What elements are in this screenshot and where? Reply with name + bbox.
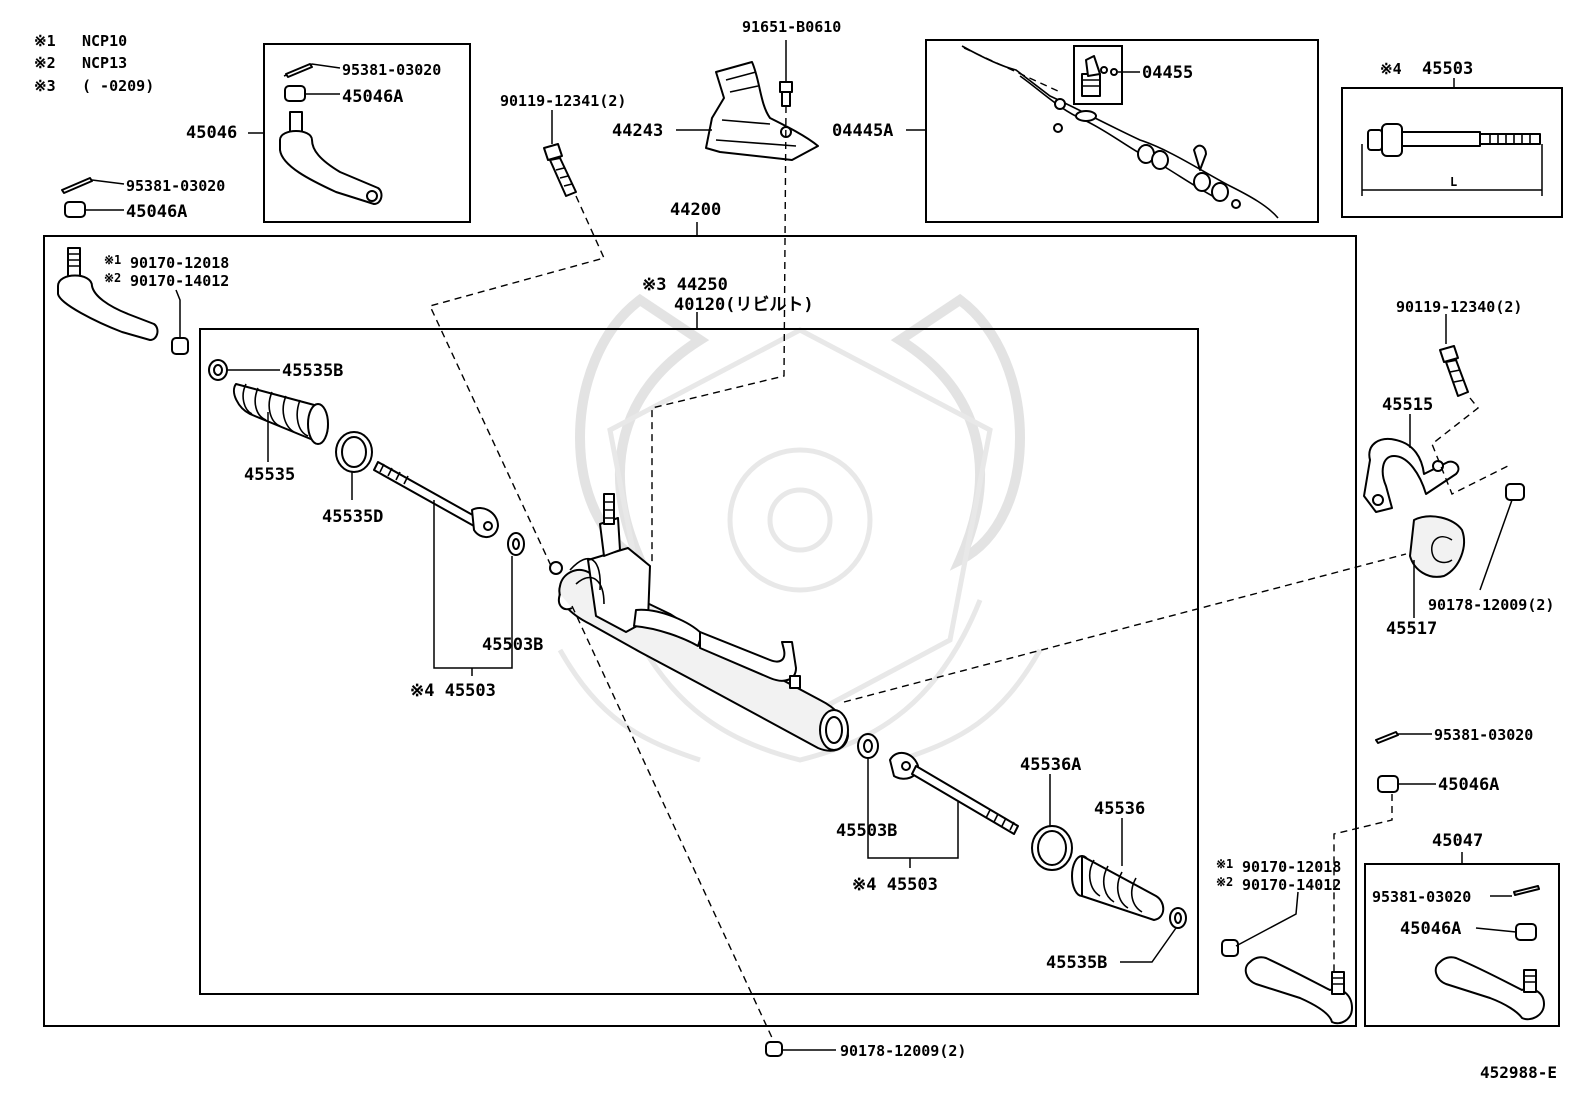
label-44243: 44243 <box>612 121 663 141</box>
label-90170-a-mark2: ※2 <box>104 271 121 285</box>
bolt-90119-12341 <box>543 110 577 197</box>
label-95381-03020-d: 95381-03020 <box>1372 888 1471 906</box>
bolt-91651-B0610 <box>779 40 793 107</box>
label-45535B-a: 45535B <box>282 361 343 381</box>
frame-45503-top <box>1341 87 1563 218</box>
washer-45503B-right <box>857 733 959 868</box>
label-90178-12009-bottom: 90178-12009(2) <box>840 1042 966 1060</box>
bracket-45515 <box>1363 414 1460 513</box>
label-45503-top-mark: ※4 <box>1380 60 1402 78</box>
label-90170-b-mark1: ※1 <box>1216 857 1233 871</box>
svg-text:NCP10: NCP10 <box>82 32 127 50</box>
label-45503-left: ※4 45503 <box>410 681 496 701</box>
bracket-44243 <box>676 61 819 161</box>
label-90170-14012-a: 90170-14012 <box>130 272 229 290</box>
rack-seal-kit-04445A <box>906 45 1279 219</box>
label-45503B-a: 45503B <box>482 635 543 655</box>
label-45515: 45515 <box>1382 395 1433 415</box>
label-45046A-b: 45046A <box>126 202 187 222</box>
clamp-45536A <box>1031 774 1073 871</box>
label-90178-12009-right: 90178-12009(2) <box>1428 596 1554 614</box>
label-44250: ※3 44250 <box>642 275 728 295</box>
label-45535B-b: 45535B <box>1046 953 1107 973</box>
frame-40120 <box>199 328 1199 995</box>
label-90170-b-mark2: ※2 <box>1216 875 1233 889</box>
label-44200: 44200 <box>670 200 721 220</box>
label-90119-12341: 90119-12341(2) <box>500 92 626 110</box>
inner-tie-rod-45503-detail <box>1361 123 1543 196</box>
steering-gear-housing <box>549 493 849 752</box>
label-04455: 04455 <box>1142 63 1193 83</box>
diagram-reference-number: 452988-E <box>1480 1063 1557 1082</box>
label-90170-12018-b: 90170-12018 <box>1242 858 1341 876</box>
label-45046A-c: 45046A <box>1438 775 1499 795</box>
label-45536A: 45536A <box>1020 755 1081 775</box>
tie-rod-end-right <box>1221 891 1353 1025</box>
cotter-pin-nut-left <box>61 177 125 218</box>
bolt-90119-12340 <box>1439 314 1469 397</box>
label-95381-03020-b: 95381-03020 <box>126 177 225 195</box>
frame-04445A <box>925 39 1319 223</box>
label-90119-12340: 90119-12340(2) <box>1396 298 1522 316</box>
label-45047: 45047 <box>1432 831 1483 851</box>
label-90170-14012-b: 90170-14012 <box>1242 876 1341 894</box>
label-length-L: L <box>1450 175 1457 189</box>
boot-clamp-45535B-right <box>1120 907 1187 963</box>
svg-text:※1: ※1 <box>34 32 56 50</box>
label-45503-top: 45503 <box>1422 59 1473 79</box>
label-95381-03020-c: 95381-03020 <box>1434 726 1533 744</box>
grommet-45517 <box>1409 515 1465 618</box>
tie-rod-end-left <box>57 247 189 355</box>
label-45517: 45517 <box>1386 619 1437 639</box>
clamp-45535D <box>335 431 373 500</box>
cotter-pin-nut-right <box>1375 731 1436 793</box>
svg-text:※2: ※2 <box>34 54 56 72</box>
label-90170-12018-a: 90170-12018 <box>130 254 229 272</box>
boot-45535-left <box>232 383 329 462</box>
label-95381-03020-a: 95381-03020 <box>342 61 441 79</box>
tie-rod-end-45046 <box>248 63 383 205</box>
label-45503-right: ※4 45503 <box>852 875 938 895</box>
tie-rod-end-45047 <box>1434 885 1545 1021</box>
label-45536: 45536 <box>1094 799 1145 819</box>
boot-45536-right <box>1071 818 1165 921</box>
label-45046: 45046 <box>186 123 237 143</box>
label-90170-a-mark1: ※1 <box>104 253 121 267</box>
boot-clamp-45535B-left <box>208 359 280 381</box>
svg-text:NCP13: NCP13 <box>82 54 127 72</box>
nut-90178-12009-bottom <box>765 1041 836 1057</box>
part-labels: 95381-03020 45046A 45046 95381-03020 450… <box>104 18 1557 1082</box>
label-45046A-a: 45046A <box>342 87 403 107</box>
svg-text:※3: ※3 <box>34 77 56 95</box>
assembly-dashed-lines <box>429 105 1509 1043</box>
label-45535: 45535 <box>244 465 295 485</box>
label-45535D: 45535D <box>322 507 383 527</box>
frame-44200 <box>43 235 1357 1027</box>
label-40120: 40120(リビルト) <box>674 295 814 315</box>
svg-text:( -0209): ( -0209) <box>82 77 154 95</box>
variant-notes: ※1 NCP10 ※2 NCP13 ※3 ( -0209) <box>34 32 154 95</box>
nut-90178-12009-right <box>1479 483 1525 591</box>
inner-tie-rod-45503-left <box>373 461 525 676</box>
label-45503B-b: 45503B <box>836 821 897 841</box>
inner-tie-rod-45503-right <box>889 751 1019 835</box>
label-91651-B0610: 91651-B0610 <box>742 18 841 36</box>
label-04445A: 04445A <box>832 121 893 141</box>
label-45046A-d: 45046A <box>1400 919 1461 939</box>
